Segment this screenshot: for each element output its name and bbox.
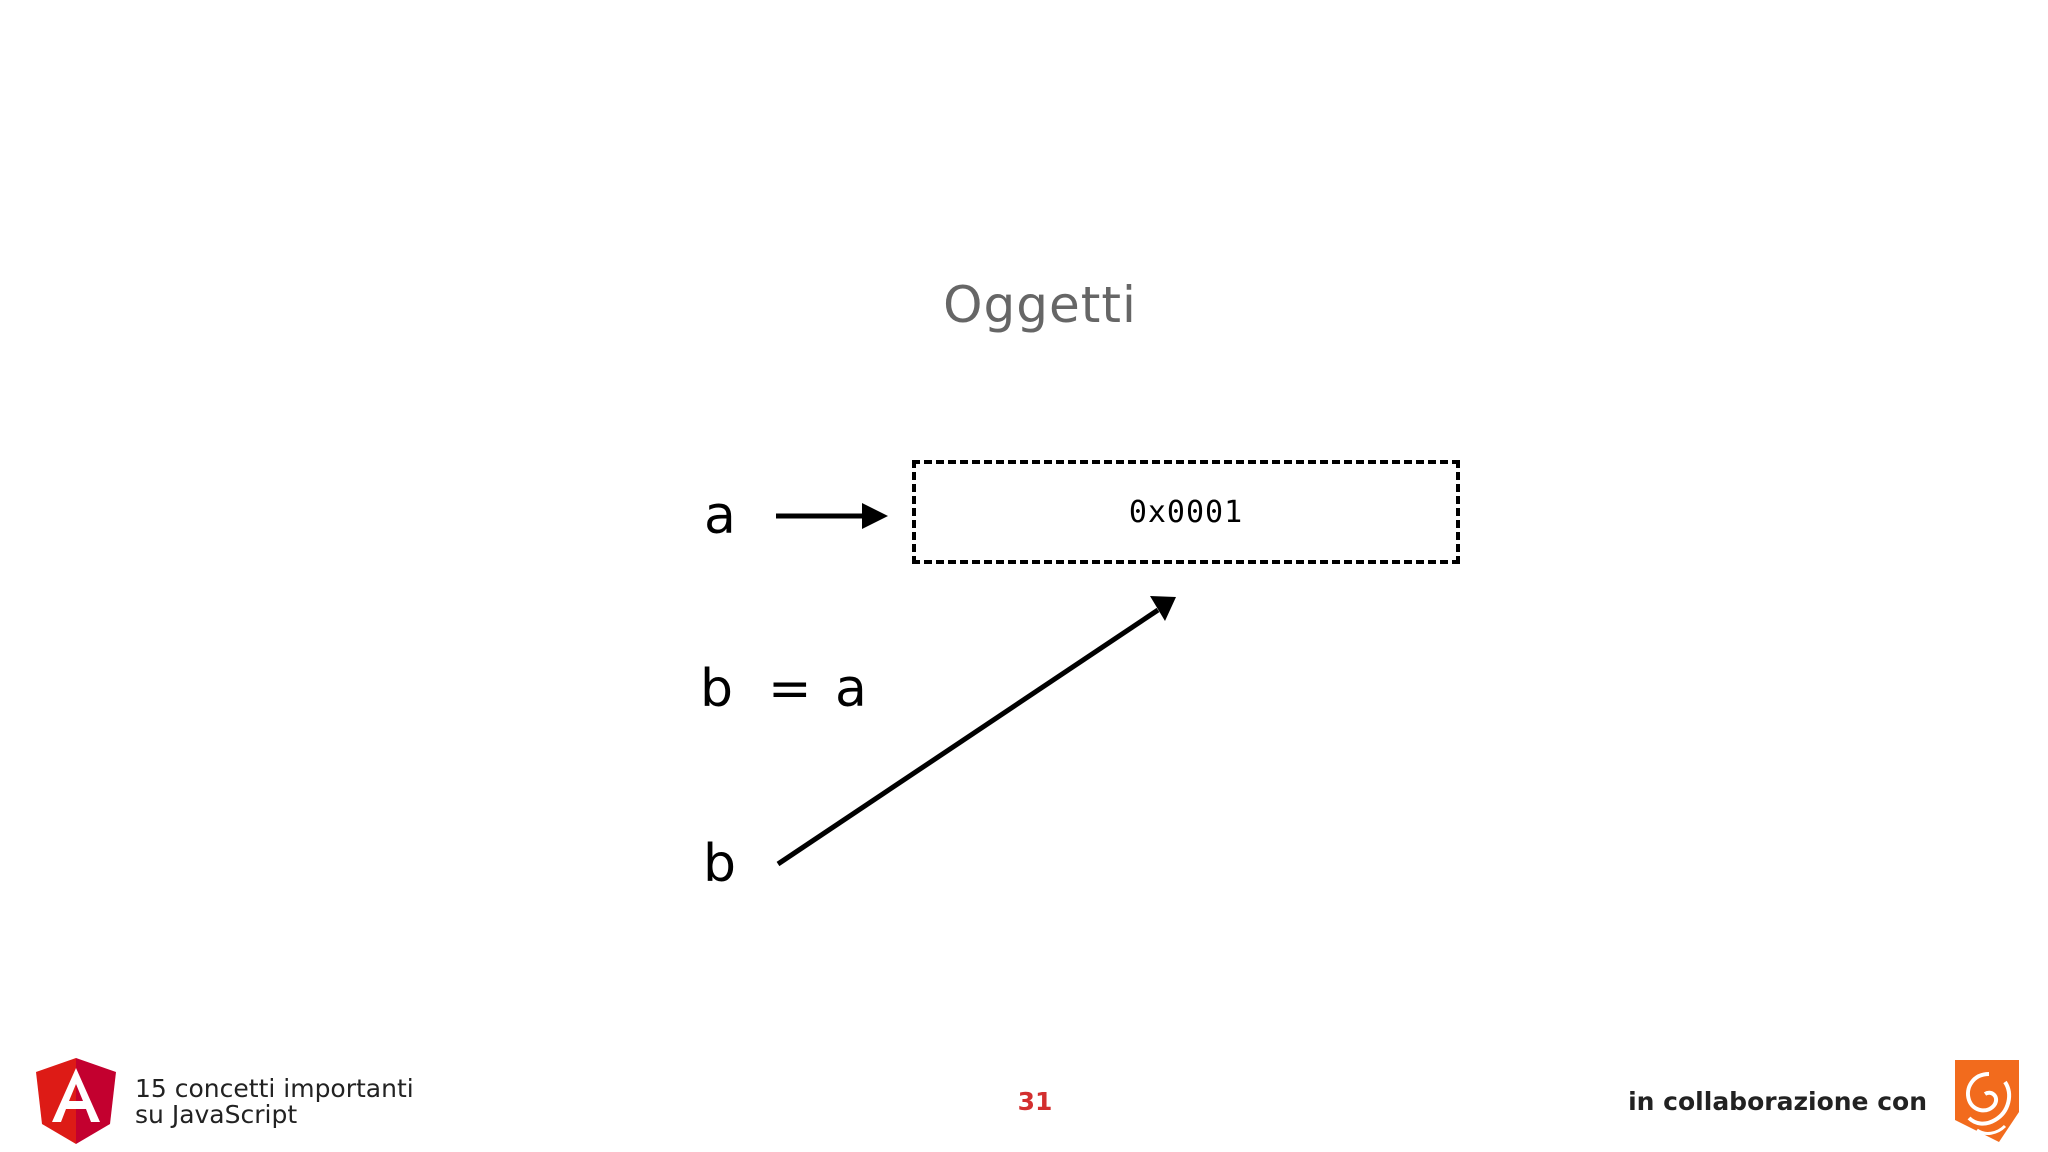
slide-title: Oggetti xyxy=(943,276,1137,334)
course-title-line1: 15 concetti importanti xyxy=(135,1074,414,1103)
assignment-left-label: b xyxy=(700,659,734,719)
course-title: 15 concetti importanti su JavaScript xyxy=(135,1076,414,1128)
page-number: 31 xyxy=(1017,1087,1053,1116)
memory-object-box: 0x0001 xyxy=(912,460,1460,564)
memory-address: 0x0001 xyxy=(1128,494,1244,530)
swirl-logo-icon xyxy=(1955,1060,2019,1142)
arrow-b-to-object xyxy=(776,596,1176,867)
variable-b-label: b xyxy=(703,834,737,894)
assignment-operator: = xyxy=(768,659,812,719)
course-title-line2: su JavaScript xyxy=(135,1100,298,1129)
angular-shield-icon xyxy=(36,1058,116,1144)
assignment-right-label: a xyxy=(835,659,867,719)
collaboration-label: in collaborazione con xyxy=(1628,1087,1927,1116)
variable-a-label: a xyxy=(704,486,736,546)
arrow-a-to-object xyxy=(776,503,888,529)
